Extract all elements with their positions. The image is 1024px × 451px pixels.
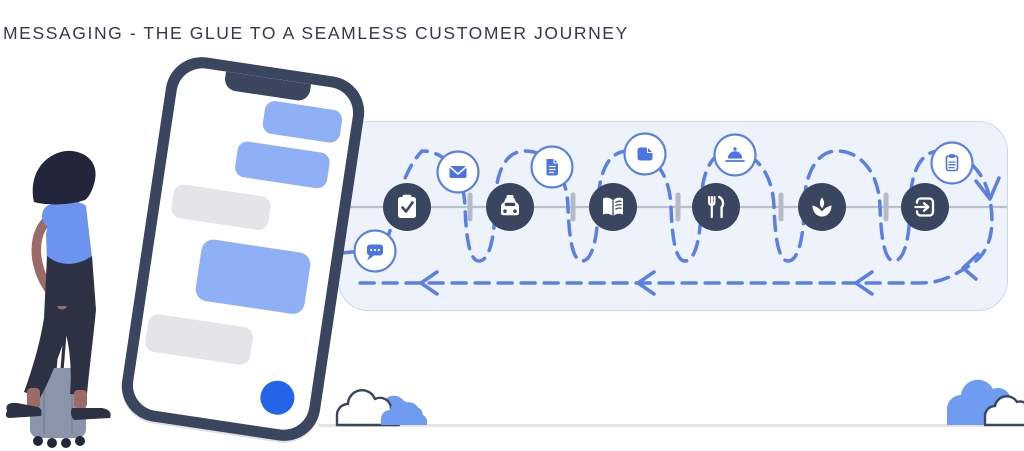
phone-notch-icon — [223, 71, 312, 103]
page-title: MESSAGING - THE GLUE TO A SEAMLESS CUSTO… — [3, 23, 629, 43]
send-button-dot — [258, 378, 297, 418]
woman-with-suitcase — [5, 150, 111, 448]
chat-bubble-received — [169, 183, 272, 232]
ground-line — [318, 424, 988, 427]
outlined-cloud-left — [335, 389, 401, 427]
woman-body — [5, 150, 111, 420]
blue-cloud-left — [372, 395, 425, 425]
blue-cloud-left-front — [381, 400, 428, 425]
chat-bubble-received — [143, 312, 255, 367]
outlined-cloud-right — [983, 395, 1024, 427]
smartphone — [116, 52, 370, 446]
chat-bubble-sent — [194, 237, 312, 316]
chat-bubble-sent — [261, 99, 344, 144]
journey-panel — [338, 121, 1008, 311]
blue-cloud-right — [947, 379, 1018, 425]
phone-screen — [129, 64, 357, 434]
chat-bubble-sent — [233, 140, 332, 190]
